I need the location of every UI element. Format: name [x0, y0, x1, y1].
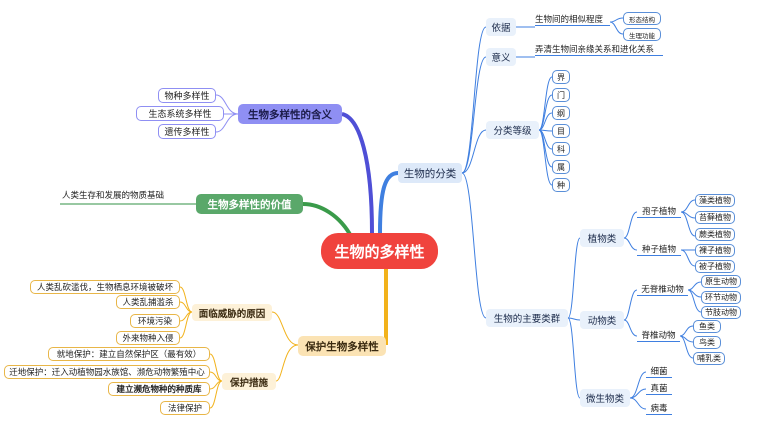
measure-germplasm-bank[interactable]: 建立濒危物种的种质库: [108, 382, 210, 396]
rank-family[interactable]: 科: [552, 142, 570, 156]
rank-genus[interactable]: 属: [552, 160, 570, 174]
topic-protection[interactable]: 保护生物多样性: [298, 336, 386, 356]
gymnosperms[interactable]: 裸子植物: [695, 244, 735, 257]
node-basis[interactable]: 依据: [486, 18, 516, 36]
mammals[interactable]: 哺乳类: [693, 352, 725, 365]
basis-item-morphology[interactable]: 形态结构: [623, 12, 661, 25]
measure-legal[interactable]: 法律保护: [160, 401, 210, 415]
node-meaning[interactable]: 意义: [486, 48, 516, 66]
measure-ex-situ[interactable]: 迁地保护：迁入动植物园水族馆、濒危动物繁殖中心: [4, 365, 210, 379]
threat-invasive[interactable]: 外来物种入侵: [116, 331, 180, 345]
topic-value[interactable]: 生物多样性的价值: [196, 194, 303, 214]
node-ranks[interactable]: 分类等级: [486, 121, 539, 139]
spore-plants: 孢子植物: [637, 204, 681, 218]
arthropods[interactable]: 节肢动物: [701, 306, 741, 319]
node-animals[interactable]: 动物类: [580, 311, 624, 329]
species-diversity[interactable]: 物种多样性: [158, 88, 216, 103]
rank-species[interactable]: 种: [552, 178, 570, 192]
branch-value: [302, 202, 354, 239]
topic-meaning-of-diversity[interactable]: 生物多样性的含义: [238, 104, 342, 124]
basis-item-physiology[interactable]: 生理功能: [623, 28, 661, 41]
central-topic[interactable]: 生物的多样性: [321, 233, 438, 269]
value-desc: 人类生存和发展的物质基础: [62, 191, 165, 201]
ferns[interactable]: 蕨类植物: [695, 228, 735, 241]
fish[interactable]: 鱼类: [693, 320, 721, 333]
node-microbes[interactable]: 微生物类: [580, 389, 630, 407]
branch-classification: [378, 171, 399, 234]
basis-desc: 生物间的相似程度: [535, 12, 610, 26]
rank-order[interactable]: 目: [552, 124, 570, 138]
node-measures[interactable]: 保护措施: [222, 373, 276, 390]
protozoa[interactable]: 原生动物: [701, 275, 741, 288]
fungi: 真菌: [646, 381, 672, 395]
measure-in-situ[interactable]: 就地保护：建立自然保护区（最有效）: [48, 347, 210, 361]
angiosperms[interactable]: 被子植物: [695, 260, 735, 273]
branch-meaning: [341, 112, 374, 234]
viruses: 病毒: [646, 401, 672, 415]
threat-overhunting[interactable]: 人类乱捕滥杀: [116, 295, 180, 309]
node-plants[interactable]: 植物类: [580, 229, 624, 247]
birds[interactable]: 鸟类: [693, 336, 721, 349]
annelids[interactable]: 环节动物: [701, 291, 741, 304]
rank-phylum[interactable]: 门: [552, 88, 570, 102]
rank-class[interactable]: 纲: [552, 106, 570, 120]
bacteria: 细菌: [646, 364, 672, 378]
meaning-desc: 弄清生物间亲缘关系和进化关系: [535, 42, 663, 56]
threat-pollution[interactable]: 环境污染: [130, 314, 180, 328]
algae[interactable]: 藻类植物: [695, 194, 735, 207]
ecosystem-diversity[interactable]: 生态系统多样性: [136, 106, 224, 121]
genetic-diversity[interactable]: 遗传多样性: [158, 124, 216, 139]
invertebrates: 无脊椎动物: [637, 282, 688, 296]
node-main-groups[interactable]: 生物的主要类群: [486, 309, 568, 327]
topic-classification[interactable]: 生物的分类: [398, 163, 462, 183]
bryophytes[interactable]: 苔藓植物: [695, 211, 735, 224]
seed-plants: 种子植物: [637, 242, 681, 256]
node-threats[interactable]: 面临威胁的原因: [192, 304, 272, 321]
vertebrates: 脊椎动物: [637, 328, 680, 342]
rank-kingdom[interactable]: 界: [552, 70, 570, 84]
threat-habitat[interactable]: 人类乱砍滥伐，生物栖息环境被破坏: [30, 280, 180, 294]
